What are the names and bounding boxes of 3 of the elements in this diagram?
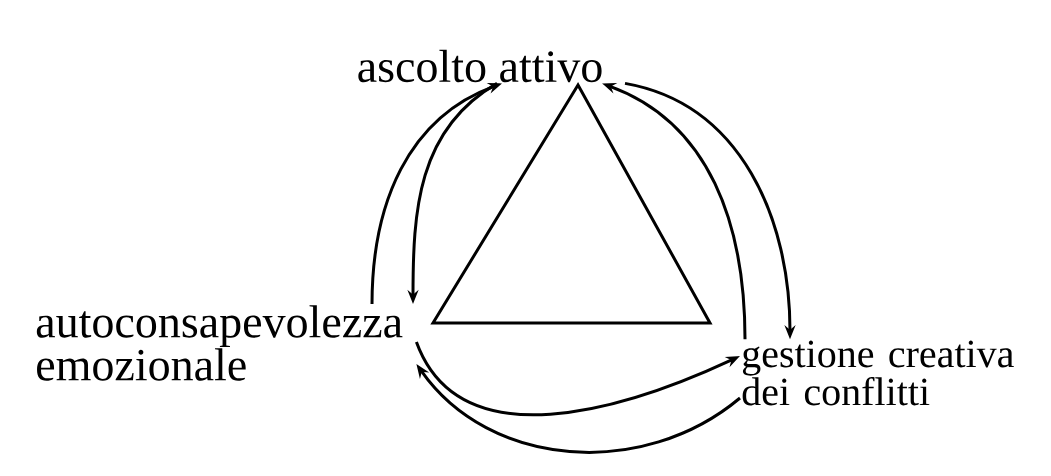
node-label: autoconsapevolezza emozionale — [36, 305, 403, 381]
node-label: ascolto attivo — [358, 49, 602, 83]
node-label: gestione creativa dei conflitti — [742, 340, 1014, 406]
